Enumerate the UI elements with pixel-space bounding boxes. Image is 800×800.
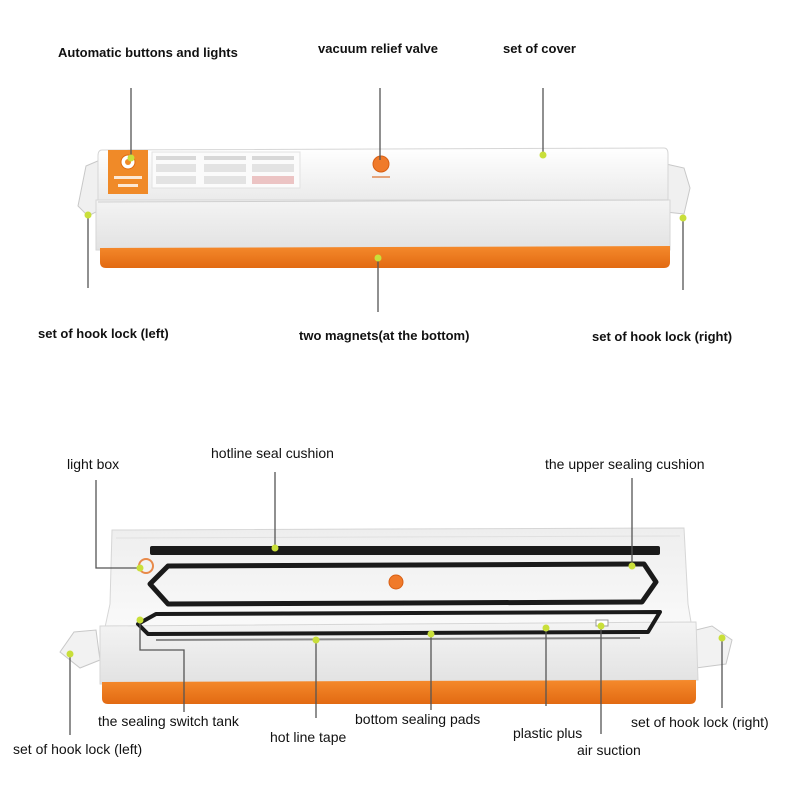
- hotline-seal-cushion: [150, 546, 660, 555]
- label-hook-lock-right-bottom: set of hook lock (right): [631, 714, 769, 730]
- marker-dot: [597, 622, 605, 630]
- label-light-box: light box: [67, 456, 120, 472]
- marker-dot: [312, 636, 320, 644]
- open-orange-stripe: [102, 680, 696, 704]
- label-hook-lock-left-top: set of hook lock (left): [38, 326, 169, 341]
- label-bottom-sealing-pads: bottom sealing pads: [355, 711, 481, 727]
- label-sealing-switch-tank: the sealing switch tank: [98, 713, 239, 729]
- upper-sealing-cushion: [147, 561, 659, 607]
- marker-dot: [136, 564, 144, 572]
- hook-lock-left-bottom: [59, 629, 101, 669]
- marker-dot: [628, 562, 636, 570]
- marker-dot: [271, 544, 279, 552]
- hot-line-tape: [155, 637, 641, 641]
- base-shell: [95, 199, 671, 251]
- label-two-magnets: two magnets(at the bottom): [299, 328, 470, 343]
- bottom-device: [59, 527, 733, 704]
- marker-dot: [84, 211, 92, 219]
- label-air-suction: air suction: [577, 742, 641, 758]
- leader-lines: [69, 88, 723, 735]
- instruction-sticker: [151, 151, 301, 189]
- marker-dot: [136, 616, 144, 624]
- label-set-of-cover: set of cover: [503, 41, 576, 56]
- orange-base-stripe: [100, 246, 670, 268]
- top-device: [77, 147, 691, 268]
- marker-dot: [374, 254, 382, 262]
- label-hook-lock-right-top: set of hook lock (right): [592, 329, 733, 344]
- vacuum-valve-icon: [372, 155, 390, 173]
- marker-dot: [542, 624, 550, 632]
- label-hotline-seal-cushion: hotline seal cushion: [211, 445, 334, 461]
- marker-dot: [66, 650, 74, 658]
- label-hot-line-tape: hot line tape: [270, 729, 347, 745]
- marker-dot: [427, 630, 435, 638]
- label-vacuum-relief-valve: vacuum relief valve: [318, 41, 438, 56]
- inner-valve-icon: [388, 574, 404, 590]
- label-hook-lock-left-bottom: set of hook lock (left): [13, 741, 143, 757]
- label-plastic-plus: plastic plus: [513, 725, 583, 741]
- marker-dot: [718, 634, 726, 642]
- marker-dots: [66, 151, 726, 658]
- marker-dot: [679, 214, 687, 222]
- label-automatic-buttons: Automatic buttons and lights: [58, 45, 238, 60]
- label-upper-sealing-cushion: the upper sealing cushion: [545, 456, 705, 472]
- marker-dot: [127, 154, 135, 162]
- marker-dot: [539, 151, 547, 159]
